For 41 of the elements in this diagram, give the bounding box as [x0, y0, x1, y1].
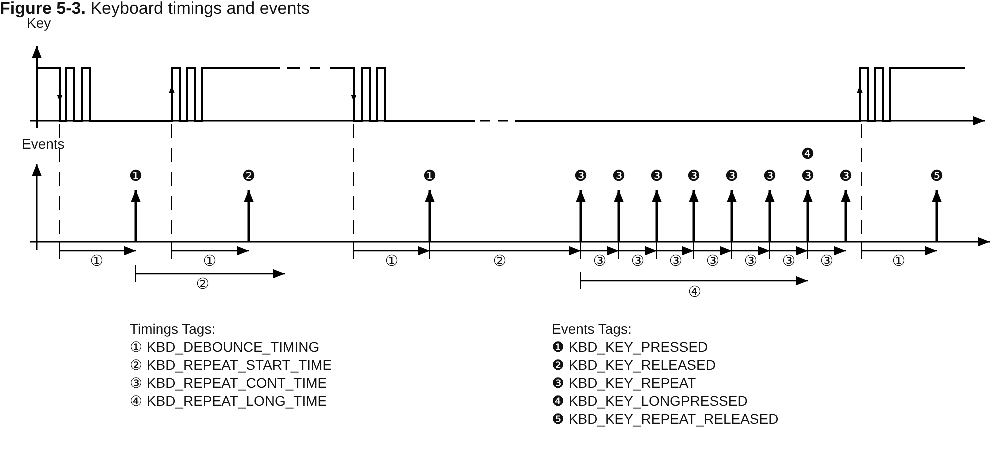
legend-item: ② KBD_REPEAT_START_TIME: [130, 358, 332, 372]
event-number: ❸: [725, 169, 739, 184]
event-number: ❷: [242, 169, 256, 184]
timing-number: ①: [892, 254, 906, 269]
legend-item: ❸ KBD_KEY_REPEAT: [552, 376, 696, 390]
legend-item: ❺ KBD_KEY_REPEAT_RELEASED: [552, 412, 779, 426]
timing-number: ④: [688, 285, 702, 300]
timing-number: ①: [203, 254, 217, 269]
legend-heading: Events Tags:: [552, 322, 632, 336]
event-number: ❸: [801, 169, 815, 184]
timing-number: ②: [493, 254, 507, 269]
event-number: ❸: [612, 169, 626, 184]
timing-number: ③: [782, 254, 796, 269]
axis-label: Key: [27, 16, 52, 30]
event-number: ❸: [687, 169, 701, 184]
timing-number: ②: [196, 277, 210, 292]
legend-item: ❹ KBD_KEY_LONGPRESSED: [552, 394, 748, 408]
axis-label: Events: [22, 137, 65, 151]
event-number: ❸: [574, 169, 588, 184]
legend-item: ③ KBD_REPEAT_CONT_TIME: [130, 376, 328, 390]
event-number: ❹: [801, 147, 815, 162]
figure-title: Figure 5-3. Keyboard timings and events: [0, 0, 310, 17]
event-number: ❺: [930, 169, 944, 184]
timing-number: ③: [593, 254, 607, 269]
legend-item: ④ KBD_REPEAT_LONG_TIME: [130, 394, 328, 408]
legend-heading: Timings Tags:: [130, 322, 216, 336]
legend-item: ❷ KBD_KEY_RELEASED: [552, 358, 716, 372]
legend-item: ① KBD_DEBOUNCE_TIMING: [130, 340, 320, 354]
legend-item: ❶ KBD_KEY_PRESSED: [552, 340, 708, 354]
event-number: ❶: [129, 169, 143, 184]
timing-number: ③: [631, 254, 645, 269]
event-number: ❸: [650, 169, 664, 184]
event-number: ❶: [423, 169, 437, 184]
timing-number: ③: [706, 254, 720, 269]
timing-number: ③: [820, 254, 834, 269]
timing-number: ③: [669, 254, 683, 269]
timing-number: ③: [744, 254, 758, 269]
event-number: ❸: [839, 169, 853, 184]
event-number: ❸: [763, 169, 777, 184]
timing-number: ①: [90, 254, 104, 269]
timing-number: ①: [385, 254, 399, 269]
